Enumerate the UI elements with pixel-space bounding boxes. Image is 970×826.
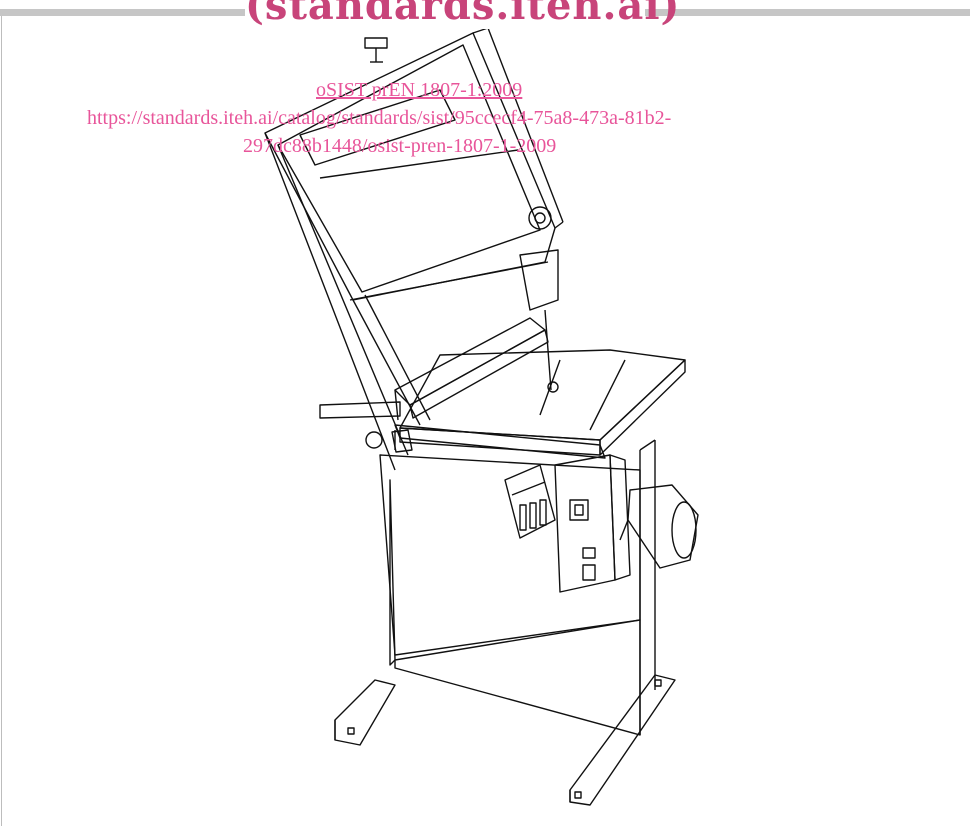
- fence: [319, 317, 549, 449]
- upper-frame: [264, 27, 564, 301]
- control-box: [554, 454, 631, 593]
- page-left-border: [1, 16, 2, 826]
- catalog-url-line-1[interactable]: https://standards.iteh.ai/catalog/standa…: [87, 107, 672, 129]
- tension-knob: [364, 37, 388, 63]
- lower-cabinet: [379, 439, 656, 736]
- blade-guide: [519, 249, 559, 393]
- watermark-title: (standards.iteh.ai): [245, 0, 679, 29]
- miter-bar: [391, 424, 606, 459]
- catalog-url-line-2[interactable]: 297dc88b1448/osist-pren-1807-1-2009: [243, 135, 557, 157]
- left-foot: [334, 679, 396, 746]
- motor: [619, 484, 699, 569]
- adjust-wheel: [528, 206, 552, 230]
- standard-reference-link[interactable]: oSIST prEN 1807-1:2009: [316, 79, 523, 101]
- label-plate: [504, 464, 556, 539]
- right-foot: [569, 674, 676, 806]
